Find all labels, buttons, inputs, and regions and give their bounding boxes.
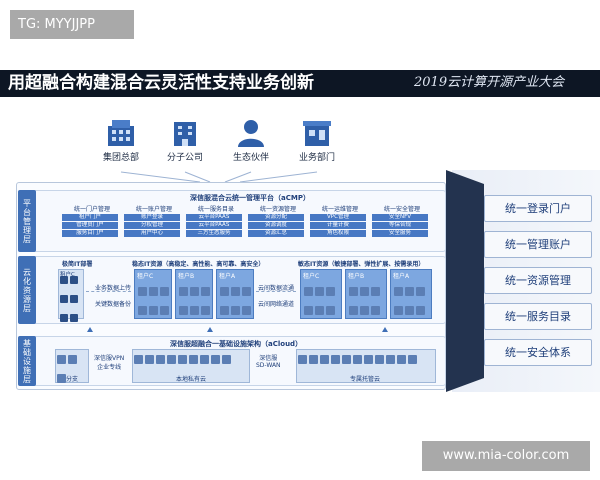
banner-subtitle: 2019云计算开源产业大会 — [414, 75, 565, 90]
group-item: 资源调度 — [248, 222, 304, 229]
platform-group-resource: 统一资源管理 资源分配 资源调度 资源汇总 — [248, 204, 308, 237]
entity-label: 业务部门 — [298, 153, 335, 163]
group-item: 云平台PAAS — [186, 222, 242, 229]
group-heading: 统一账户管理 — [135, 206, 172, 213]
tenant-label: 租户C — [60, 272, 75, 278]
dashed-link — [86, 291, 131, 292]
agile-title: 敏态IT资源（敏捷部署、弹性扩展、按需录用） — [298, 261, 425, 268]
tenant-label: 租户C — [137, 273, 154, 280]
group-item: 等保合规 — [372, 222, 428, 229]
entity-label: 集团总部 — [102, 153, 139, 163]
server-grid — [219, 282, 253, 320]
group-item: 服务目门户 — [62, 230, 118, 237]
group-item: 安全NFV — [372, 214, 428, 221]
hosted-cloud-servers — [296, 349, 436, 383]
server-grid — [137, 282, 171, 320]
store-icon — [303, 121, 331, 146]
platform-title: 深信服混合云统一管理平台（aCMP） — [190, 194, 310, 202]
entity-hq: 集团总部 — [90, 118, 152, 163]
side-item-login-portal: 统一登录门户 — [484, 195, 592, 222]
watermark-bottom: www.mia-color.com — [422, 441, 590, 471]
entity-connectors — [120, 171, 318, 183]
steady-title: 稳态IT资源（高稳定、高性能、高可靠、高安全） — [132, 261, 265, 268]
entity-department: 业务部门 — [286, 118, 348, 163]
infra-title: 深信服超融合一基础设施架构（aCloud） — [170, 340, 303, 348]
group-item: 资源汇总 — [248, 230, 304, 237]
branch-servers — [55, 349, 89, 383]
side-item-service-catalog: 统一服务目录 — [484, 303, 592, 330]
group-heading: 统一资源管理 — [259, 206, 296, 213]
platform-layer-tab: 平台管理层 — [18, 190, 36, 252]
bottom-label-branch: 分支 — [66, 376, 79, 383]
person-icon — [238, 120, 264, 147]
group-heading: 统一安全管理 — [383, 206, 420, 213]
building-network-icon — [108, 120, 134, 146]
group-item: 账户登录 — [124, 214, 180, 221]
bottom-label-hosted: 专属托管云 — [350, 376, 381, 383]
platform-layer — [18, 190, 446, 252]
server-grid — [348, 282, 386, 320]
dashed-link — [256, 291, 296, 292]
watermark-top: TG: MYYJJPP — [10, 10, 134, 39]
infra-layer-tab: 基础设施层 — [18, 336, 36, 386]
layer-arrows — [87, 327, 388, 332]
platform-group-ops: 统一运维管理 VPC管理 计量计费 角色权限 — [310, 204, 370, 237]
platform-group-portal: 统一门户管理 租户门户 管理员门户 服务目门户 — [62, 204, 122, 237]
sdwan-label: 深信服 SD-WAN — [256, 355, 281, 369]
group-item: 分权管理 — [124, 222, 180, 229]
group-heading: 统一门户管理 — [73, 206, 110, 213]
entity-label: 生态伙伴 — [232, 153, 269, 163]
cloud-left-item-backup: 关键数据备份 — [95, 301, 132, 308]
platform-group-account: 统一账户管理 账户登录 分权管理 用户中心 — [124, 204, 184, 237]
tenant-label: 租户A — [393, 273, 410, 280]
banner-title: 用超融合构建混合云灵活性支持业务创新 — [8, 73, 314, 93]
group-item: 安全服务 — [372, 230, 428, 237]
entity-subsidiary: 分子公司 — [154, 118, 216, 163]
tenant-label: 租户B — [178, 273, 195, 280]
cloud-left-title: 极简IT部署 — [62, 261, 93, 268]
group-item: 角色权限 — [310, 230, 366, 237]
server-grid — [178, 282, 212, 320]
cloud-layer-tab: 云化资源层 — [18, 256, 36, 324]
tenant-rack — [58, 269, 84, 322]
group-item: 云平台PAAS — [186, 214, 242, 221]
server-grid — [393, 282, 431, 320]
private-cloud-servers — [132, 349, 250, 383]
cloud-left-item-upload: 业务数据上传 — [95, 285, 132, 292]
group-item: 用户中心 — [124, 230, 180, 237]
side-panel-bracket — [446, 170, 484, 392]
vpn-label: 深信服VPN 企业专线 — [94, 355, 125, 371]
entity-label: 分子公司 — [166, 153, 203, 163]
title-banner — [0, 70, 600, 97]
group-item: 资源分配 — [248, 214, 304, 221]
cloud-mid-item-data: 云间数据流通 — [258, 285, 295, 292]
side-item-resource: 统一资源管理 — [484, 267, 592, 294]
group-heading: 统一服务目录 — [197, 206, 234, 213]
tenant-label: 租户C — [303, 273, 320, 280]
group-item: 租户门户 — [62, 214, 118, 221]
group-item: 管理员门户 — [62, 222, 118, 229]
group-item: 计量计费 — [310, 222, 366, 229]
office-building-icon — [174, 122, 196, 146]
entity-partner: 生态伙伴 — [220, 118, 282, 163]
bottom-label-private: 本地私有云 — [176, 376, 207, 383]
group-heading: 统一运维管理 — [321, 206, 358, 213]
server-grid — [303, 282, 341, 320]
cloud-mid-item-network: 云间网络通道 — [258, 301, 295, 308]
group-item: VPC管理 — [310, 214, 366, 221]
group-item: 三方生态服务 — [186, 230, 242, 237]
tenant-label: 租户B — [348, 273, 365, 280]
tenant-label: 租户A — [219, 273, 236, 280]
platform-group-security: 统一安全管理 安全NFV 等保合规 安全服务 — [372, 204, 432, 237]
side-item-security-system: 统一安全体系 — [484, 339, 592, 366]
side-item-account: 统一管理账户 — [484, 231, 592, 258]
platform-group-service: 统一服务目录 云平台PAAS 云平台PAAS 三方生态服务 — [186, 204, 246, 237]
